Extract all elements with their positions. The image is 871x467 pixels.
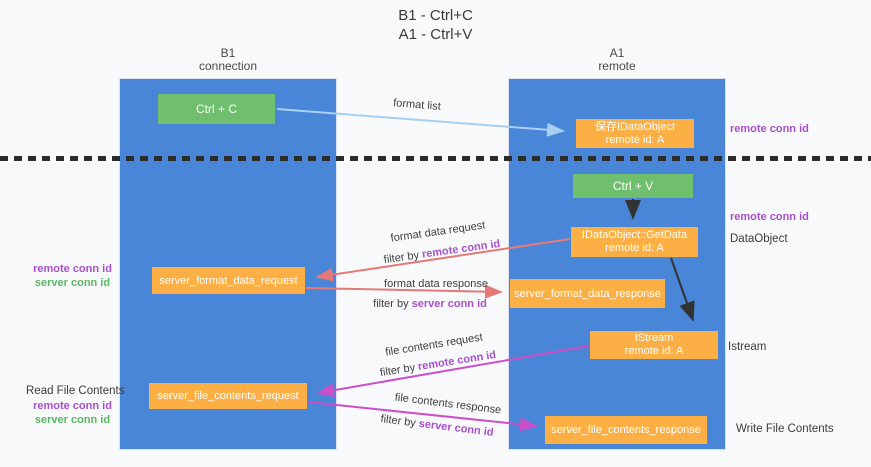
phase-divider-dashed-line xyxy=(0,156,871,161)
idataobject-getdata-node: IDataObject::GetData remote id: A xyxy=(571,227,698,257)
filter-by-server-conn-id-label-1: filter by server conn id xyxy=(373,298,487,310)
remote-conn-id-annotation-mid-right: remote conn id xyxy=(730,211,809,223)
istream-node: IStream remote id: A xyxy=(590,331,718,359)
ctrl-v-node: Ctrl + V xyxy=(573,174,693,198)
write-file-contents-annotation: Write File Contents xyxy=(736,423,834,435)
right-column-header: A1 remote xyxy=(517,47,717,73)
left-column-header: B1 connection xyxy=(128,47,328,73)
remote-conn-id-text: remote conn id xyxy=(33,400,112,412)
dataobject-annotation: DataObject xyxy=(730,233,788,245)
istream-line2: remote id: A xyxy=(624,345,684,357)
server-conn-id-text: server conn id xyxy=(411,298,487,310)
left-column-subtitle: connection xyxy=(198,59,258,73)
save-idataobject-line2: remote id: A xyxy=(605,133,665,146)
remote-conn-id-annotation-top-right: remote conn id xyxy=(730,123,809,135)
server-conn-id-text: server conn id xyxy=(34,414,111,426)
server-format-data-request-node: server_format_data_request xyxy=(152,267,305,294)
right-column-name: A1 xyxy=(609,46,625,60)
server-file-contents-response-node: server_file_contents_response xyxy=(545,416,707,444)
title-line-2: A1 - Ctrl+V xyxy=(398,26,473,43)
format-data-response-label: format data response xyxy=(384,278,488,290)
filter-by-text: filter by xyxy=(373,298,412,310)
left-column-name: B1 xyxy=(220,46,236,60)
read-file-contents-annotation: Read File Contents xyxy=(26,385,125,397)
diagram-title: B1 - Ctrl+C A1 - Ctrl+V xyxy=(0,6,871,44)
save-idataobject-node: 保存IDataObject remote id: A xyxy=(576,119,694,148)
server-format-data-response-node: server_format_data_response xyxy=(510,279,665,308)
filter-by-text: filter by xyxy=(383,248,423,267)
getdata-line2: remote id: A xyxy=(605,242,664,254)
remote-conn-id-text: remote conn id xyxy=(421,237,501,261)
getdata-line1: IDataObject::GetData xyxy=(581,229,688,241)
filter-by-text: filter by xyxy=(379,413,420,430)
remote-conn-id-text: remote conn id xyxy=(417,348,497,374)
istream-annotation: Istream xyxy=(728,341,767,353)
server-file-contents-request-node: server_file_contents_request xyxy=(149,383,307,409)
file-contents-response-label: file contents response xyxy=(394,391,502,417)
filter-by-server-conn-id-label-2: filter by server conn id xyxy=(380,413,494,439)
istream-line1: IStream xyxy=(634,332,674,344)
ctrl-c-node: Ctrl + C xyxy=(158,94,275,124)
format-list-label: format list xyxy=(392,97,442,113)
server-conn-id-text: server conn id xyxy=(418,417,495,439)
remote-conn-id-text: remote conn id xyxy=(33,263,112,275)
server-conn-id-text: server conn id xyxy=(34,277,111,289)
filter-by-text: filter by xyxy=(379,361,420,380)
conn-id-annotation-left-bottom: remote conn id server conn id xyxy=(25,399,120,427)
right-column-subtitle: remote xyxy=(598,59,636,73)
conn-id-annotation-left-mid: remote conn id server conn id xyxy=(25,262,120,290)
title-line-1: B1 - Ctrl+C xyxy=(398,7,473,24)
save-idataobject-line1: 保存IDataObject xyxy=(594,120,676,133)
